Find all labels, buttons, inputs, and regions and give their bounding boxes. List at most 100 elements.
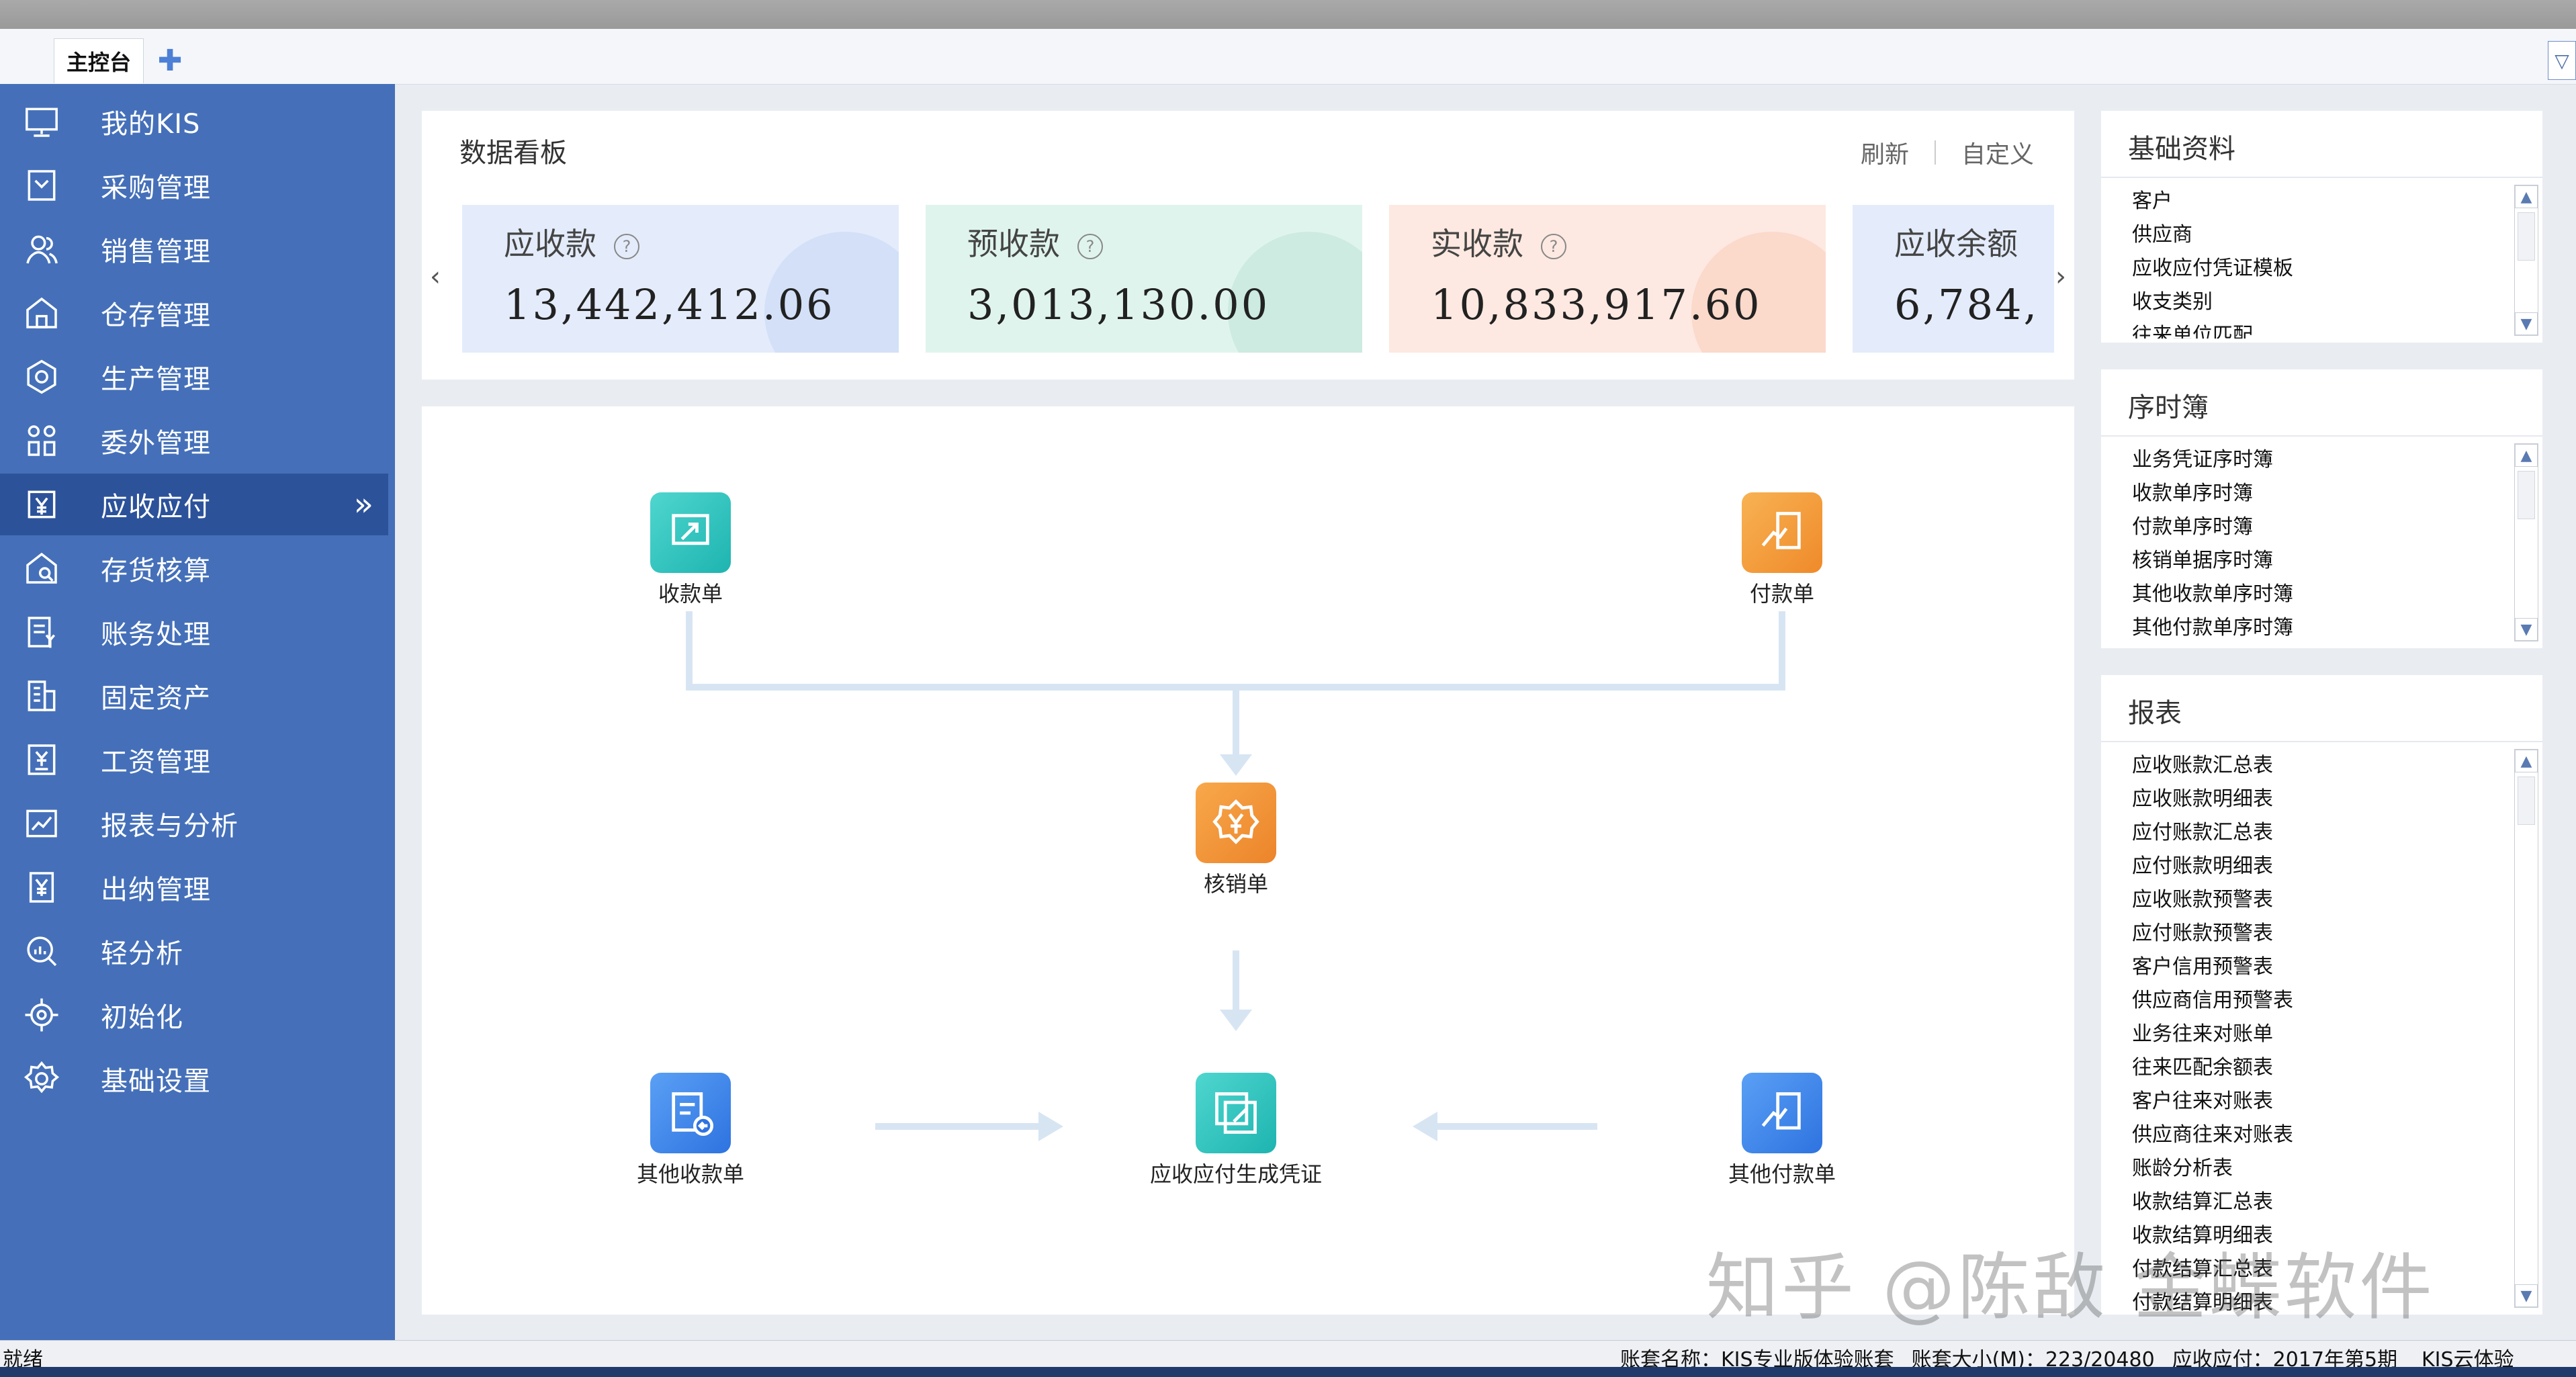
sidebar-item-light-analysis[interactable]: 轻分析 bbox=[0, 920, 388, 982]
sidebar-item-my-kis[interactable]: 我的KIS bbox=[0, 91, 388, 152]
tab-menu-icon[interactable]: ▽ bbox=[2548, 41, 2576, 80]
list-item[interactable]: 应收应付凭证模板 bbox=[2132, 257, 2293, 280]
sidebar-item-receivable-payable[interactable]: 应收应付 » bbox=[0, 474, 388, 535]
sidebar-item-outsource[interactable]: 委外管理 bbox=[0, 410, 388, 472]
flow-node-writeoff[interactable]: 核销单 bbox=[1169, 783, 1303, 898]
scrollbar[interactable]: ▲ ▼ bbox=[2514, 749, 2538, 1308]
watermark: 知乎 @陈敌 金蝶软件 bbox=[1706, 1246, 2435, 1330]
kpi-card-receivable-balance[interactable]: 应收余额 6,784, bbox=[1853, 205, 2054, 353]
list-item[interactable]: 业务凭证序时簿 bbox=[2132, 448, 2273, 472]
list-item[interactable]: 应付账款汇总表 bbox=[2132, 821, 2273, 844]
scrollbar[interactable]: ▲ ▼ bbox=[2514, 185, 2538, 336]
sidebar-item-label: 账务处理 bbox=[101, 619, 211, 650]
flow-connectors bbox=[686, 611, 1785, 1141]
sidebar-item-ledger[interactable]: 账务处理 bbox=[0, 601, 388, 663]
window-top-strip bbox=[0, 0, 2576, 29]
flow-node-other-receipt[interactable]: 其他收款单 bbox=[617, 1073, 764, 1188]
scroll-thumb[interactable] bbox=[2518, 776, 2535, 825]
flow-label: 收款单 bbox=[658, 581, 723, 607]
sidebar-item-purchase[interactable]: 采购管理 bbox=[0, 154, 388, 216]
voucher-icon bbox=[1196, 1073, 1276, 1153]
list-item[interactable]: 往来单位匹配 bbox=[2132, 324, 2253, 339]
flow-label: 应收应付生成凭证 bbox=[1149, 1161, 1322, 1187]
other-receipt-icon bbox=[650, 1073, 731, 1153]
divider bbox=[2101, 435, 2542, 437]
scroll-down-icon[interactable]: ▼ bbox=[2515, 1284, 2538, 1307]
list-item[interactable]: 其他付款单序时簿 bbox=[2132, 616, 2293, 639]
sidebar-item-reports-analysis[interactable]: 报表与分析 bbox=[0, 793, 388, 854]
panel-title: 报表 bbox=[2128, 698, 2182, 729]
flow-node-payment[interactable]: 付款单 bbox=[1715, 492, 1849, 608]
list-item[interactable]: 其他收款单序时簿 bbox=[2132, 582, 2293, 606]
other-payment-icon bbox=[1742, 1073, 1822, 1153]
list-item[interactable]: 收款单序时簿 bbox=[2132, 482, 2253, 505]
kpi-carousel: 应收款? 13,442,412.06 预收款? 3,013,130.00 实收款… bbox=[462, 205, 2054, 353]
scroll-up-icon[interactable]: ▲ bbox=[2515, 750, 2538, 772]
kpi-prev-arrow-icon[interactable]: ‹ bbox=[430, 261, 441, 292]
inventory-icon bbox=[21, 548, 62, 588]
tab-main-console[interactable]: 主控台 bbox=[54, 38, 144, 83]
customize-button[interactable]: 自定义 bbox=[1961, 141, 2034, 169]
dashboard-title: 数据看板 bbox=[459, 138, 567, 169]
list-item[interactable]: 客户 bbox=[2132, 189, 2172, 213]
list-item[interactable]: 供应商信用预警表 bbox=[2132, 989, 2293, 1012]
help-icon[interactable]: ? bbox=[1077, 233, 1103, 259]
list-item[interactable]: 账龄分析表 bbox=[2132, 1157, 2233, 1180]
sidebar-item-warehouse[interactable]: 仓存管理 bbox=[0, 282, 388, 344]
list-item[interactable]: 付款结算明细表 bbox=[2132, 1291, 2273, 1311]
flow-node-generate-voucher[interactable]: 应收应付生成凭证 bbox=[1135, 1073, 1337, 1188]
chart-icon bbox=[21, 803, 62, 844]
help-icon[interactable]: ? bbox=[1541, 233, 1566, 259]
list-item[interactable]: 应收账款明细表 bbox=[2132, 787, 2273, 811]
kpi-card-actual-receipt[interactable]: 实收款? 10,833,917.60 bbox=[1389, 205, 1826, 353]
users-icon bbox=[21, 229, 62, 269]
kpi-card-receivable[interactable]: 应收款? 13,442,412.06 bbox=[462, 205, 899, 353]
flow-label: 核销单 bbox=[1203, 871, 1268, 897]
list-item[interactable]: 应收账款汇总表 bbox=[2132, 754, 2273, 777]
divider bbox=[2101, 177, 2542, 178]
scroll-up-icon[interactable]: ▲ bbox=[2515, 444, 2538, 467]
list-item[interactable]: 供应商 bbox=[2132, 223, 2192, 247]
list-item[interactable]: 收款结算明细表 bbox=[2132, 1224, 2273, 1247]
sidebar-item-production[interactable]: 生产管理 bbox=[0, 346, 388, 408]
scroll-down-icon[interactable]: ▼ bbox=[2515, 618, 2538, 641]
list-item[interactable]: 业务往来对账单 bbox=[2132, 1022, 2273, 1046]
list-item[interactable]: 应收账款预警表 bbox=[2132, 888, 2273, 912]
kpi-label: 实收款 bbox=[1431, 226, 1523, 262]
sidebar-item-salary[interactable]: 工资管理 bbox=[0, 729, 388, 791]
kpi-card-advance-receipt[interactable]: 预收款? 3,013,130.00 bbox=[926, 205, 1362, 353]
sidebar-item-sales[interactable]: 销售管理 bbox=[0, 218, 388, 280]
list-item[interactable]: 收支类别 bbox=[2132, 290, 2213, 314]
sidebar-item-inventory-accounting[interactable]: 存货核算 bbox=[0, 537, 388, 599]
sidebar-item-label: 仓存管理 bbox=[101, 300, 211, 331]
list-item[interactable]: 核销单据序时簿 bbox=[2132, 549, 2273, 572]
list-item[interactable]: 供应商往来对账表 bbox=[2132, 1123, 2293, 1147]
sidebar-item-basic-settings[interactable]: 基础设置 bbox=[0, 1048, 388, 1110]
list-item[interactable]: 客户信用预警表 bbox=[2132, 955, 2273, 979]
scrollbar[interactable]: ▲ ▼ bbox=[2514, 443, 2538, 641]
refresh-button[interactable]: 刷新 bbox=[1860, 141, 1909, 169]
scroll-thumb[interactable] bbox=[2518, 212, 2535, 261]
flow-node-receipt[interactable]: 收款单 bbox=[623, 492, 758, 608]
scroll-up-icon[interactable]: ▲ bbox=[2515, 185, 2538, 208]
sidebar-item-cashier[interactable]: 出纳管理 bbox=[0, 856, 388, 918]
sidebar-item-initialize[interactable]: 初始化 bbox=[0, 984, 388, 1046]
sidebar-item-fixed-assets[interactable]: 固定资产 bbox=[0, 665, 388, 727]
list-item[interactable]: 应付账款预警表 bbox=[2132, 922, 2273, 945]
scroll-thumb[interactable] bbox=[2518, 471, 2535, 519]
help-icon[interactable]: ? bbox=[614, 233, 639, 259]
list-item[interactable]: 往来匹配余额表 bbox=[2132, 1056, 2273, 1079]
list-item[interactable]: 收款结算汇总表 bbox=[2132, 1190, 2273, 1214]
scroll-down-icon[interactable]: ▼ bbox=[2515, 312, 2538, 335]
add-tab-icon[interactable]: ✚ bbox=[157, 43, 183, 78]
panel-basic-data: 基础资料 客户 供应商 应收应付凭证模板 收支类别 往来单位匹配 ▲ ▼ bbox=[2101, 111, 2542, 343]
list-item[interactable]: 应付账款明细表 bbox=[2132, 854, 2273, 878]
flow-node-other-payment[interactable]: 其他付款单 bbox=[1708, 1073, 1856, 1188]
kpi-label: 预收款 bbox=[967, 226, 1060, 262]
list-item[interactable]: 客户往来对账表 bbox=[2132, 1090, 2273, 1113]
sidebar-item-label: 应收应付 bbox=[101, 492, 211, 523]
list-item[interactable]: 付款单序时簿 bbox=[2132, 515, 2253, 539]
list-item[interactable]: 付款结算汇总表 bbox=[2132, 1257, 2273, 1281]
expand-arrow-icon[interactable]: » bbox=[353, 486, 373, 523]
kpi-next-arrow-icon[interactable]: › bbox=[2055, 261, 2066, 292]
